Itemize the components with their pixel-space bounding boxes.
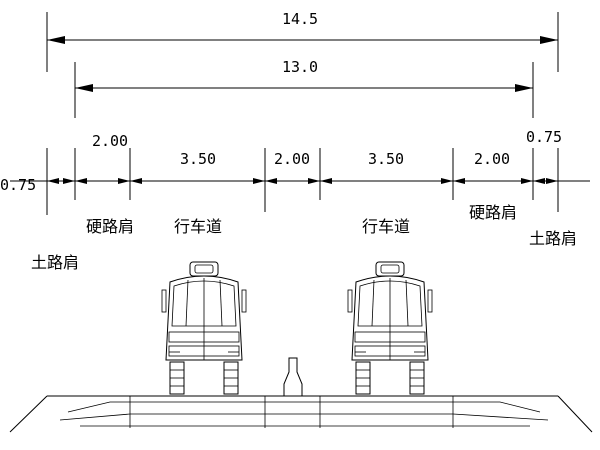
dim-left-shoulder: 0.75 [0,176,36,194]
median-barrier [283,357,303,397]
dimension-paved-label: 13.0 [282,58,318,76]
label-hard-shoulder-right: 硬路肩 [469,203,517,222]
dimension-paved: 13.0 [75,58,533,92]
dim-left-hard-shoulder: 2.00 [92,132,128,150]
label-hard-shoulder-left: 硬路肩 [86,217,134,236]
label-soil-shoulder-right: 土路肩 [529,229,577,248]
dimension-total: 14.5 [47,10,558,44]
vehicle-right [347,261,433,395]
label-soil-shoulder-left: 土路肩 [31,253,79,272]
label-lane-left: 行车道 [174,217,222,236]
vehicle-left [161,261,247,395]
extension-lines [46,12,559,215]
dim-right-lane: 3.50 [368,150,404,168]
dim-left-lane: 3.50 [180,150,216,168]
label-lane-right: 行车道 [362,217,410,236]
dim-right-shoulder: 0.75 [526,128,562,146]
pavement-section [9,395,593,433]
section-labels: 硬路肩 行车道 行车道 硬路肩 土路肩 土路肩 [31,203,577,272]
dimension-total-label: 14.5 [282,10,318,28]
dimension-segments: 0.75 2.00 3.50 2.00 3.50 2.00 0.75 [0,128,590,194]
dim-median: 2.00 [274,150,310,168]
dim-right-hard-shoulder: 2.00 [474,150,510,168]
